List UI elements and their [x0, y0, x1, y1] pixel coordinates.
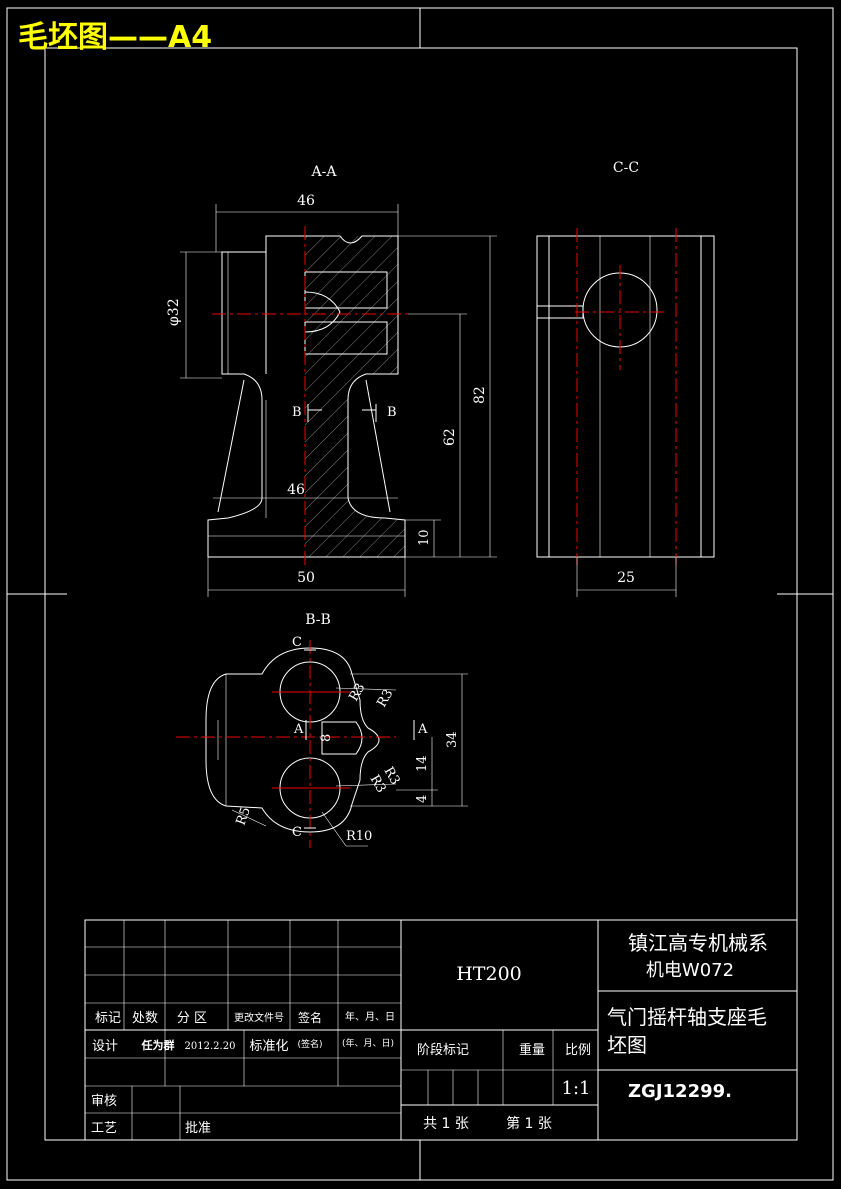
- tb-design-date: 2012.2.20: [185, 1041, 236, 1052]
- tb-scale-label: 比例: [565, 1043, 591, 1058]
- tb-sheets-total: 共 1 张: [423, 1116, 469, 1132]
- cc-dim-bottom: 25: [617, 570, 635, 586]
- bb-r-top2: R3: [374, 687, 396, 710]
- tb-sign-hint: (签名): [297, 1038, 322, 1050]
- view-aa: A-A 46 φ32 82 62: [166, 164, 497, 597]
- aa-hatch-region: [305, 236, 405, 557]
- bb-r10: R10: [346, 829, 372, 844]
- tb-header-doc: 更改文件号: [234, 1011, 284, 1024]
- bb-cut-top: C: [292, 635, 302, 650]
- tb-design-label: 设计: [92, 1039, 118, 1054]
- tb-process-label: 工艺: [91, 1121, 117, 1136]
- aa-dim-inner: 46: [287, 482, 305, 498]
- aa-dim-mid: 62: [442, 428, 458, 446]
- tb-header-count: 处数: [132, 1011, 158, 1026]
- view-cc-label: C-C: [613, 160, 639, 176]
- aa-dim-top: 46: [297, 193, 315, 209]
- aa-cut-right: B: [387, 405, 397, 420]
- bb-outline: [205, 647, 380, 833]
- tb-scale-value: 1:1: [562, 1078, 591, 1099]
- view-bb-label: B-B: [305, 612, 331, 628]
- tb-designer: 任为群: [141, 1038, 175, 1052]
- bb-dim-4: 4: [415, 795, 430, 803]
- tb-school-line2: 机电W072: [646, 960, 734, 981]
- sheet-title: 毛坯图——A4: [18, 20, 212, 55]
- tb-stage-label: 阶段标记: [417, 1043, 469, 1058]
- bb-dim-14: 14: [415, 755, 430, 772]
- bb-cut-right: A: [417, 722, 428, 737]
- aa-dim-height: 82: [472, 386, 488, 404]
- view-cc: C-C 25: [536, 160, 715, 597]
- aa-cut-left: B: [292, 405, 302, 420]
- tb-header-mark: 标记: [95, 1011, 121, 1026]
- aa-dim-dia: φ32: [166, 298, 182, 326]
- tb-approve-label: 批准: [185, 1121, 211, 1136]
- tb-part-name-2: 坯图: [607, 1033, 647, 1057]
- cc-hatch-region: [536, 235, 715, 558]
- tb-header-zone: 分 区: [177, 1011, 207, 1026]
- tb-part-name-1: 气门摇杆轴支座毛: [607, 1005, 767, 1029]
- bb-dim-8: 8: [319, 734, 334, 742]
- aa-outline: [207, 235, 406, 558]
- tb-material: HT200: [456, 963, 522, 985]
- aa-dim-base: 10: [417, 529, 432, 546]
- bb-r-top1: R3: [346, 681, 368, 704]
- tb-review-label: 审核: [91, 1094, 117, 1109]
- tb-header-sign: 签名: [298, 1010, 322, 1025]
- tb-date-hint: (年、月、日): [342, 1037, 394, 1049]
- title-block: 标记 处数 分 区 更改文件号 签名 年、月、日 设计 任为群 2012.2.2…: [84, 919, 798, 1141]
- tb-school-line1: 镇江高专机械系: [628, 931, 768, 955]
- bb-cut-bottom: C: [292, 825, 302, 840]
- tb-sheet-no: 第 1 张: [506, 1115, 552, 1132]
- aa-dim-bottom: 50: [297, 570, 315, 586]
- tb-header-date: 年、月、日: [345, 1010, 395, 1023]
- view-aa-label: A-A: [311, 164, 338, 180]
- tb-weight-label: 重量: [519, 1042, 545, 1058]
- tb-drawing-no: ZGJ12299.: [628, 1081, 732, 1102]
- bb-cut-left: A: [293, 722, 304, 737]
- bb-r5: R5: [234, 805, 254, 827]
- tb-std-label: 标准化: [249, 1039, 288, 1054]
- bb-dim-34: 34: [445, 731, 460, 748]
- view-bb: B-B 34 14 4 8 R3 R3 R3 R3 R5 R10 C: [176, 612, 468, 848]
